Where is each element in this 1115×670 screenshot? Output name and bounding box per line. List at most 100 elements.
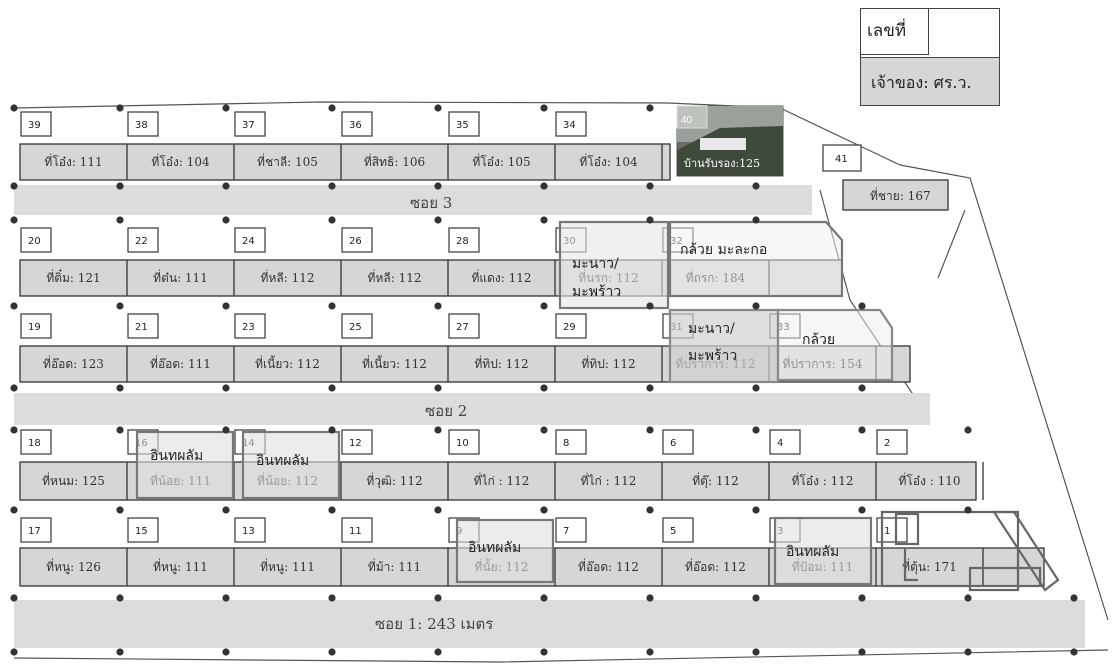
crop-label: กล้วย มะละกอ [680, 242, 767, 258]
lot-owner: ที่ไก่ : 112 [581, 472, 637, 488]
corner-marker [328, 216, 336, 224]
corner-marker [10, 426, 18, 434]
corner-marker [540, 648, 548, 656]
lot-owner: ที่ทิป: 112 [581, 355, 635, 371]
lot-owner: ที่หลี: 112 [261, 269, 315, 285]
lot-number: 41 [835, 154, 848, 165]
corner-marker [752, 384, 760, 392]
lot-12: 12ที่วุฒิ: 112 [341, 429, 449, 500]
corner-marker [222, 216, 230, 224]
lot-owner: ที่โอ๋ง: 111 [44, 153, 102, 169]
lot-number: 37 [242, 120, 255, 131]
lot-8: 8ที่ไก่ : 112 [555, 429, 663, 500]
lot-number: 25 [349, 322, 362, 333]
crop-label: มะนาว/ [572, 256, 619, 272]
lot-2: 2ที่โอ๋ง : 110 [876, 429, 984, 500]
lot-36: 36 ที่สิทธิ: 106 [341, 111, 449, 180]
corner-marker [964, 506, 972, 514]
corner-marker [222, 426, 230, 434]
lot-15: 15ที่หนู: 111 [127, 517, 235, 586]
corner-marker [752, 216, 760, 224]
corner-marker [540, 594, 548, 602]
corner-marker [540, 104, 548, 112]
crop-label: กล้วย [802, 332, 835, 348]
legend: เลขที่ เจ้าของ: ศร.ว. [860, 8, 1000, 106]
corner-marker [328, 506, 336, 514]
lot-19: 19ที่อ๊อด: 123 [20, 313, 128, 382]
lot-39: 39 ที่โอ๋ง: 111 [20, 111, 128, 180]
lot-27: 27 ที่ทิป: 112 [448, 313, 556, 382]
corner-marker [646, 384, 654, 392]
lot-17: 17ที่หนู: 126 [20, 517, 128, 586]
corner-markers [10, 104, 1078, 656]
lot-7: 7ที่อ๊อด: 112 [555, 517, 663, 586]
lot-number: 35 [456, 120, 469, 131]
corner-marker [858, 302, 866, 310]
corner-marker [540, 506, 548, 514]
corner-marker [116, 594, 124, 602]
lot-owner: ที่หนู: 111 [260, 558, 315, 575]
crop-label: มะพร้าว [688, 348, 737, 364]
lot-owner: บ้านรับรอง:125 [684, 157, 760, 170]
lot-number: 6 [670, 438, 676, 449]
lot-number: 29 [563, 322, 576, 333]
corner-marker [116, 384, 124, 392]
lot-number: 2 [884, 438, 890, 449]
crop-label: มะนาว/ [688, 321, 735, 337]
lot-20: 20ที่ติ๋ม: 121 [20, 227, 128, 296]
crop-label: มะพร้าว [572, 284, 621, 300]
lot-owner: ที่อ๊อด: 111 [150, 355, 211, 371]
corner-marker [10, 594, 18, 602]
corner-marker [434, 506, 442, 514]
lot-number: 36 [349, 120, 362, 131]
corner-marker [858, 384, 866, 392]
corner-marker [964, 648, 972, 656]
lot-24: 24ที่หลี: 112 [234, 227, 342, 296]
lot-13: 13 ที่หนู: 111 [234, 517, 342, 586]
lot-number: 13 [242, 526, 255, 537]
lot-1: 1ที่ตุ้น: 171 [876, 517, 984, 586]
corner-marker [646, 182, 654, 190]
lot-number: 39 [28, 120, 41, 131]
corner-marker [10, 302, 18, 310]
corner-marker [10, 216, 18, 224]
lot-number: 27 [456, 322, 469, 333]
corner-marker [646, 506, 654, 514]
lot-owner: ที่โอ๋ง: 104 [151, 153, 210, 169]
corner-marker [858, 594, 866, 602]
corner-marker [646, 648, 654, 656]
corner-marker [328, 426, 336, 434]
crop-label: อินทผลัม [786, 544, 839, 560]
corner-marker [116, 302, 124, 310]
corner-marker [752, 648, 760, 656]
lot-21: 21ที่อ๊อด: 111 [127, 313, 235, 382]
road-label: ซอย 1: 243 เมตร [375, 615, 493, 633]
lot-owner: ที่ทิป: 112 [474, 355, 528, 371]
corner-marker [434, 594, 442, 602]
crop-label: อินทผลัม [468, 540, 521, 556]
lot-number: 28 [456, 236, 469, 247]
lot-22: 22ที่ต๋น: 111 [127, 227, 235, 296]
lot-owner: ที่วุฒิ: 112 [366, 472, 422, 489]
lot-number: 10 [456, 438, 469, 449]
corner-marker [434, 426, 442, 434]
lot-owner: ที่แดง: 112 [471, 269, 531, 285]
lot-owner: ที่สิทธิ: 106 [364, 153, 425, 169]
corner-marker [116, 182, 124, 190]
lot-owner: ที่ม้า: 111 [368, 558, 421, 574]
corner-marker [434, 384, 442, 392]
lot-10: 10ที่ไก่ : 112 [448, 429, 556, 500]
boundary-lines [13, 101, 1109, 663]
lot-owner: ที่ติ๋ม: 121 [46, 268, 100, 285]
lot-35: 35 ที่โอ๋ง: 105 [448, 111, 556, 180]
lot-number: 15 [135, 526, 148, 537]
corner-marker [222, 104, 230, 112]
road-soi-2: ซอย 2 [14, 393, 930, 425]
lot-owner: ที่อ๊อด: 112 [685, 558, 746, 574]
corner-marker [222, 302, 230, 310]
legend-lot-number: เลขที่ [861, 9, 929, 55]
lot-owner: ที่โอ๋ง: 104 [579, 153, 638, 169]
lot-owner: ที่โอ๋ง: 105 [472, 153, 530, 169]
lot-owner: ที่ตุ๊: 112 [692, 472, 738, 489]
lot-number: 40 [681, 115, 693, 126]
